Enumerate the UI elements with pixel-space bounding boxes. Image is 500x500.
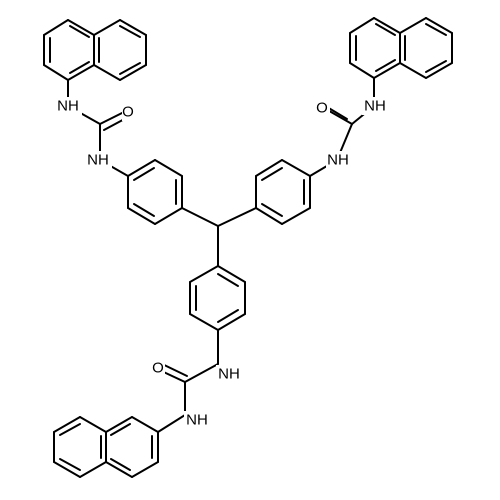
carbonyl-oxygen-group: O <box>122 103 136 121</box>
nh-label-group: NH <box>326 151 352 169</box>
label-mask <box>362 97 388 115</box>
nh-label-group: NH <box>184 411 210 429</box>
phenyl-ring-bottom <box>189 265 246 331</box>
label-mask <box>56 97 82 115</box>
phenyl-ring-left <box>127 159 183 225</box>
bond-layer <box>43 17 453 478</box>
nh-label: NH <box>327 152 349 169</box>
carbonyl-oxygen-label: O <box>122 104 134 121</box>
nh-label: NH <box>87 152 109 169</box>
nh-label-group: NH <box>362 97 388 115</box>
label-mask <box>122 103 136 121</box>
label-mask <box>316 99 330 117</box>
nh-label-group: NH <box>56 97 82 115</box>
atom-label-layer: NH O NH O NH NH NH O <box>56 97 388 429</box>
phenyl-ring-right <box>255 159 311 225</box>
label-mask <box>86 151 112 169</box>
carbonyl-oxygen-group: O <box>151 359 165 377</box>
naphthalene-ring-top-right <box>349 17 453 79</box>
naphthalene-ring-bottom-left <box>53 416 159 478</box>
nh-label-group: NH <box>86 151 112 169</box>
nh-label: NH <box>57 98 79 115</box>
label-mask <box>151 359 165 377</box>
central-methine-bonds <box>181 207 257 267</box>
carbonyl-oxygen-label: O <box>152 360 164 377</box>
label-mask <box>216 365 242 383</box>
naphthalene-ring-top-left <box>43 19 147 81</box>
nh-label: NH <box>218 366 240 383</box>
nh-label-group: NH <box>216 365 242 383</box>
label-mask <box>184 411 210 429</box>
carbonyl-oxygen-group: O <box>316 99 330 117</box>
nh-label: NH <box>364 98 386 115</box>
carbonyl-oxygen-label: O <box>316 100 328 117</box>
label-mask <box>326 151 352 169</box>
nh-label: NH <box>186 412 208 429</box>
